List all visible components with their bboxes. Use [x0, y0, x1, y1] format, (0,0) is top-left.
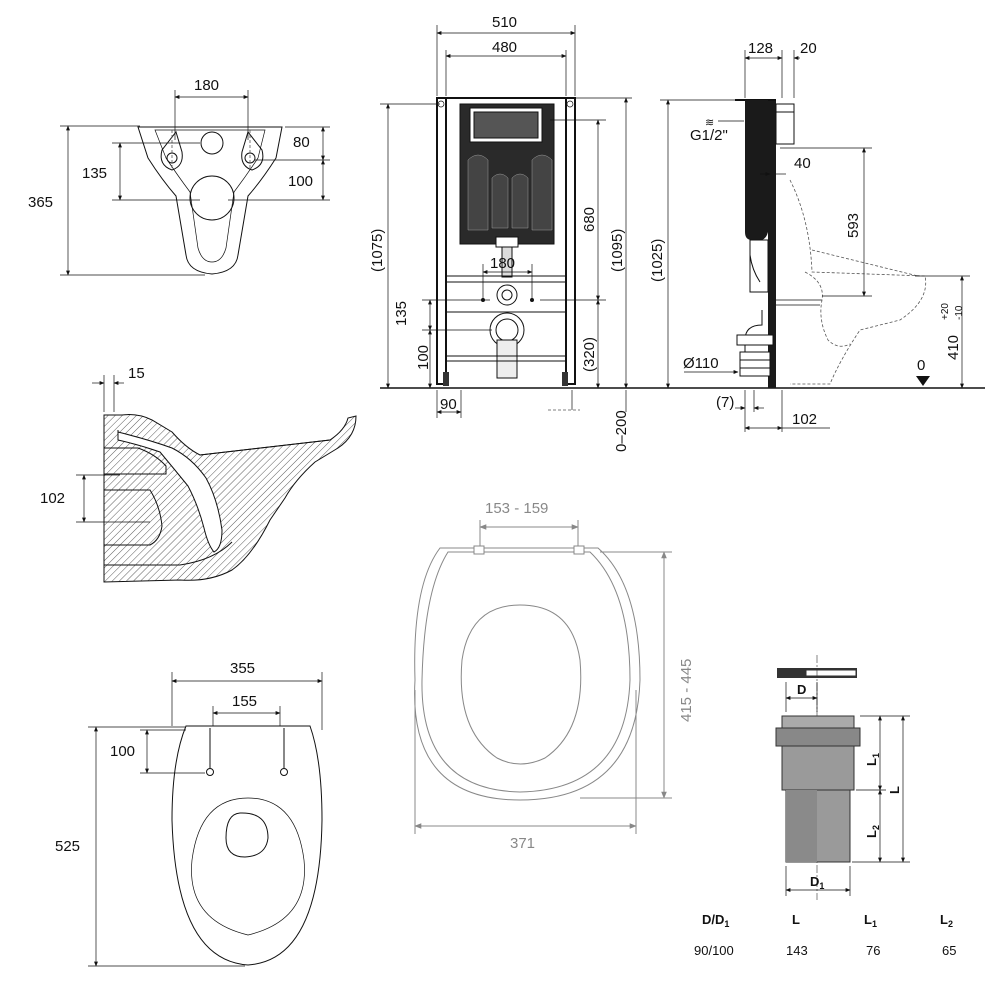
level-marker-icon: [916, 376, 930, 386]
dim-180: 180: [194, 77, 219, 94]
dim-371: 371: [510, 835, 535, 852]
toilet-seat-view: 153 - 159 415 - 445 371: [414, 500, 695, 852]
dim-100-frame: 100: [415, 345, 432, 370]
label-l2-sub: 2: [871, 825, 881, 830]
table-cell-d: 90/100: [694, 943, 734, 958]
svg-text:L2: L2: [864, 825, 881, 838]
table-header-l2: L: [940, 912, 948, 927]
pipe-diameter: Ø110: [683, 355, 719, 372]
label-l2: L: [864, 830, 879, 838]
label-l1: L: [864, 758, 879, 766]
dim-15: 15: [128, 365, 145, 382]
dim-480: 480: [492, 39, 517, 56]
dim-525: 525: [55, 838, 80, 855]
dim-410: 410: [945, 335, 962, 360]
frame-front-view: 510 480 (1075) 135 100 180 680 (320) (10…: [369, 14, 985, 452]
dim-1075: (1075): [369, 229, 386, 272]
dim-415-445: 415 - 445: [678, 659, 695, 722]
label-l: L: [887, 786, 902, 794]
label-d1: D: [810, 874, 819, 889]
label-l1-sub: 1: [871, 753, 881, 758]
svg-text:L1: L1: [864, 912, 877, 929]
dim-180-frame: 180: [490, 255, 515, 272]
tol-minus: -10: [954, 305, 965, 320]
dim-100-top: 100: [110, 743, 135, 760]
dim-100: 100: [288, 173, 313, 190]
frame-side-view: 128 20 ≋ G1/2" 40 (1025) 593 410 +20 -10…: [649, 40, 970, 432]
zero-level: 0: [917, 357, 925, 374]
svg-text:≋: ≋: [705, 117, 714, 129]
dim-320: (320): [581, 337, 598, 372]
dim-20: 20: [800, 40, 817, 57]
dim-135-frame: 135: [393, 301, 410, 326]
table-cell-l: 143: [786, 943, 808, 958]
svg-text:D/D1: D/D1: [702, 912, 729, 929]
svg-text:L2: L2: [940, 912, 953, 929]
svg-text:L1: L1: [864, 753, 881, 766]
dim-680: 680: [581, 207, 598, 232]
dim-102-section: 102: [40, 490, 65, 507]
dim-90: 90: [440, 396, 457, 413]
thread-g12: G1/2": [690, 127, 728, 144]
pipe-dimension-table: D/D1 L L1 L2 90/100 143 76 65: [694, 912, 956, 958]
table-header-l1: L: [864, 912, 872, 927]
bowl-front-view: 180 365 135 80 100: [28, 77, 330, 276]
dim-355: 355: [230, 660, 255, 677]
dim-155: 155: [232, 693, 257, 710]
bowl-top-view: 355 155 100 525: [55, 660, 323, 967]
table-cell-l1: 76: [866, 943, 880, 958]
table-header-l: L: [792, 912, 800, 927]
svg-text:D1: D1: [810, 874, 824, 891]
dim-1025: (1025): [649, 239, 666, 282]
table-cell-l2: 65: [942, 943, 956, 958]
dim-153-159: 153 - 159: [485, 500, 548, 517]
dim-80: 80: [293, 134, 310, 151]
dim-1095: (1095): [609, 229, 626, 272]
dim-128: 128: [748, 40, 773, 57]
label-d: D: [797, 682, 806, 697]
dim-102-side: 102: [792, 411, 817, 428]
dim-593: 593: [845, 213, 862, 238]
table-header-d: D/D: [702, 912, 724, 927]
dim-7: (7): [716, 394, 734, 411]
tol-plus: +20: [940, 303, 951, 320]
dim-135: 135: [82, 165, 107, 182]
dim-40: 40: [794, 155, 811, 172]
pipe-detail: D D1 L1 L2 L: [775, 655, 910, 900]
dim-0-200: 0–200: [613, 410, 630, 452]
dim-510: 510: [492, 14, 517, 31]
dim-365: 365: [28, 194, 53, 211]
label-d1-sub: 1: [819, 881, 824, 891]
bowl-section-view: 15 102: [40, 365, 357, 583]
